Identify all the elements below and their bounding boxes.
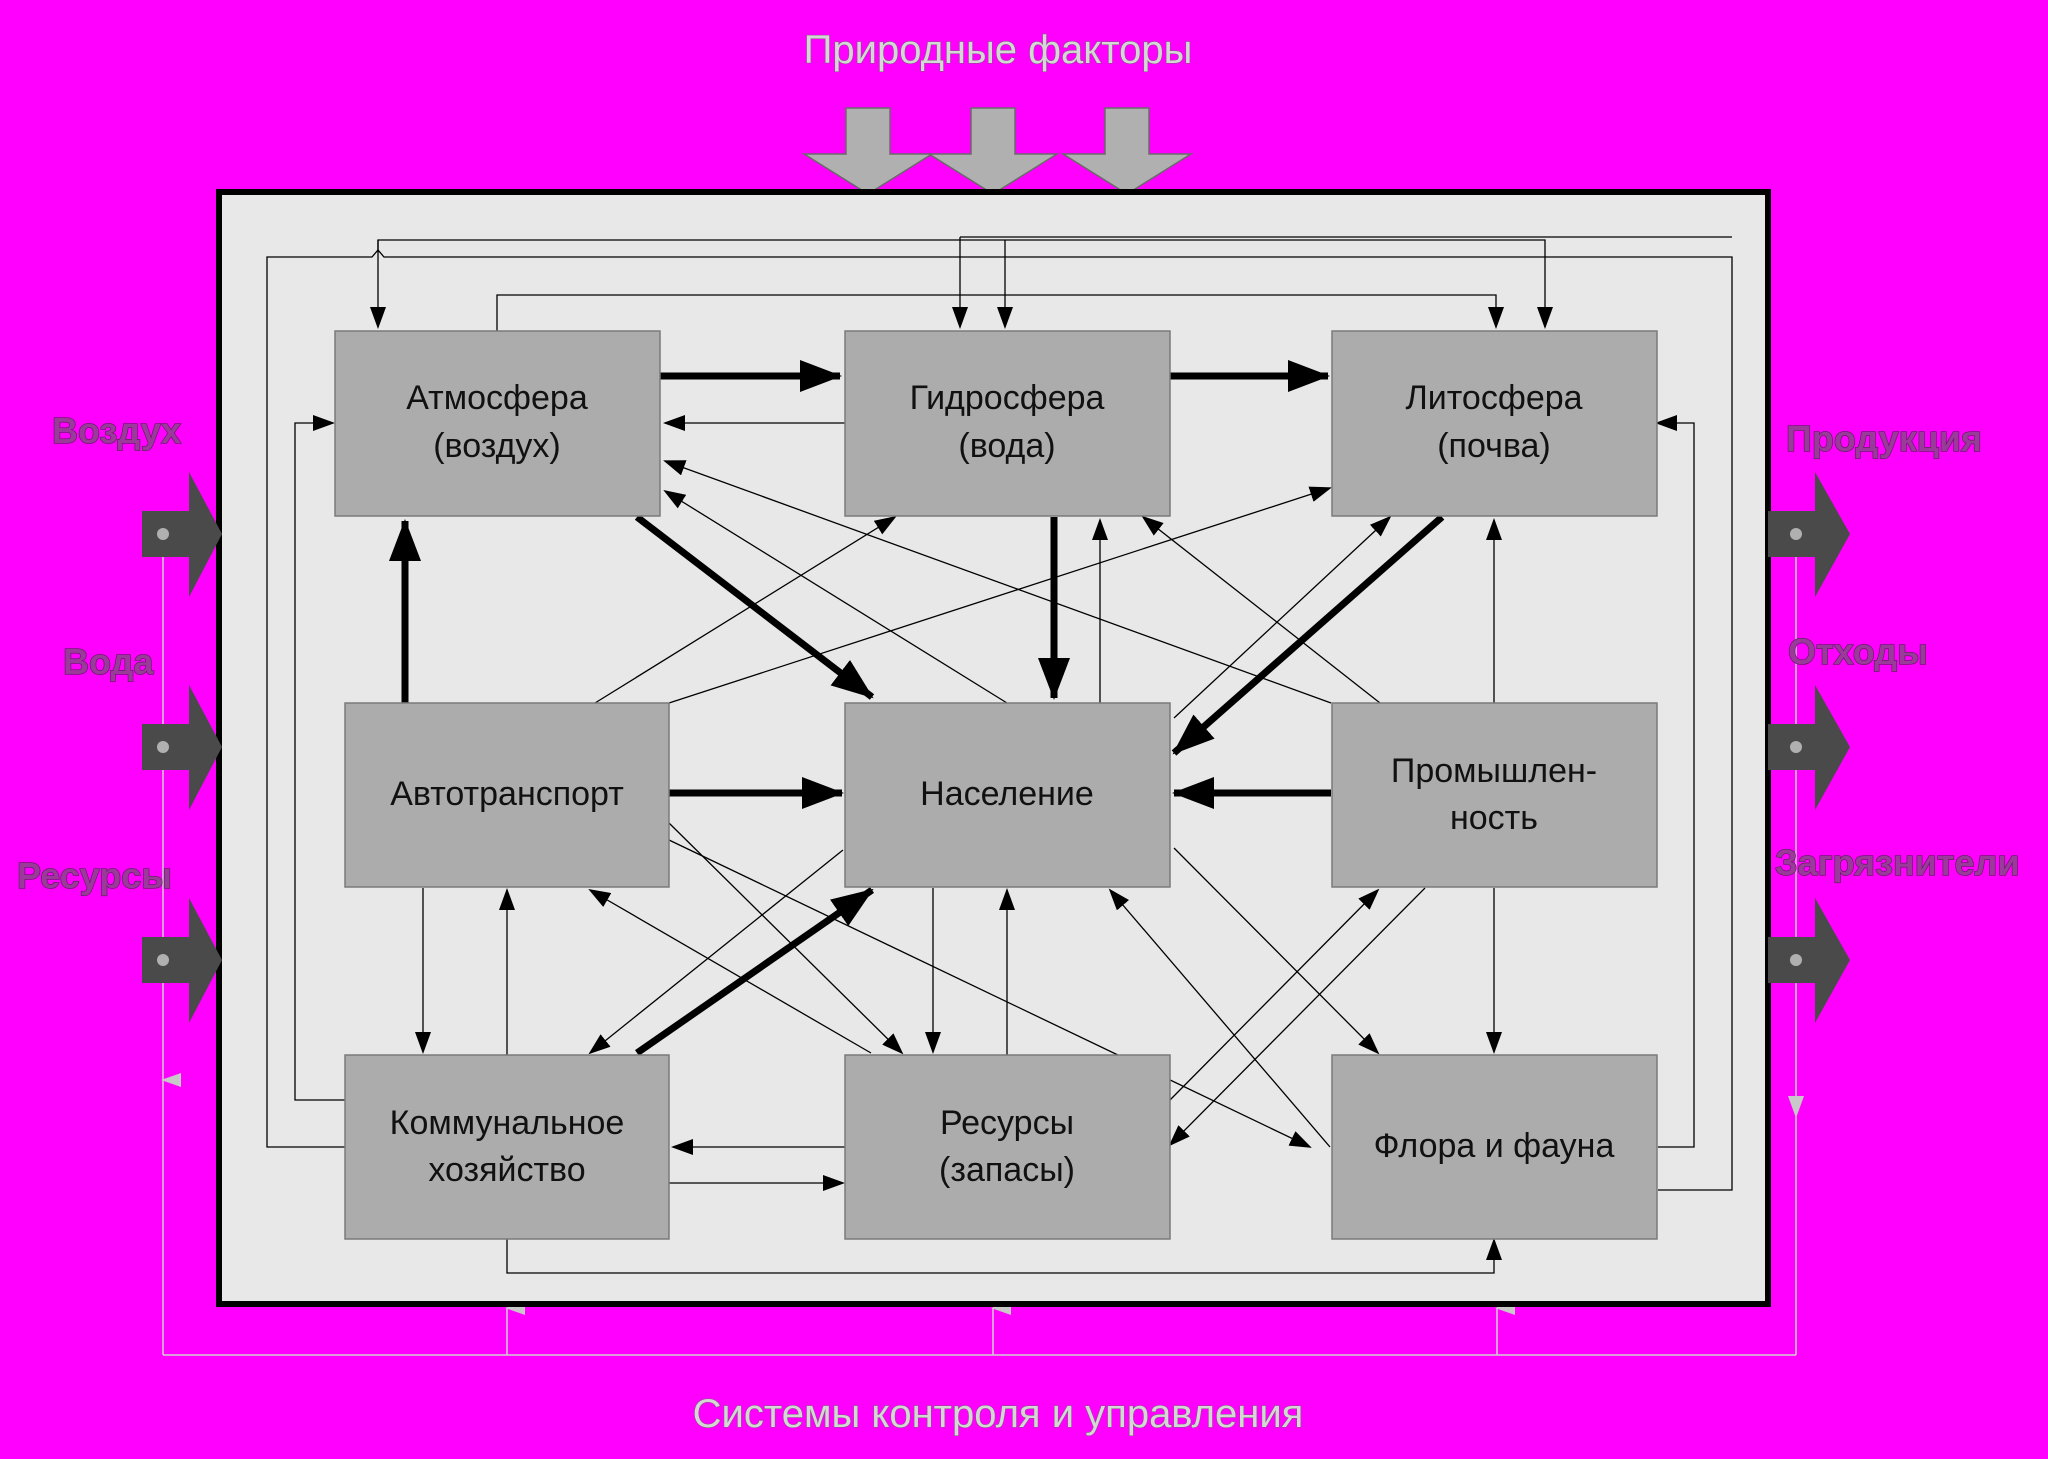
node-flora: Флора и фауна (1331, 1054, 1658, 1240)
natural-factors-title: Природные факторы (804, 28, 1193, 72)
node-hydrosphere: Гидросфера (вода) (844, 330, 1171, 517)
output-label-products: Продукция (1786, 418, 1982, 459)
input-label-water: Вода (63, 641, 154, 682)
control-lines (161, 530, 1804, 1356)
node-resources-line1: Ресурсы (940, 1104, 1074, 1142)
node-lithosphere-line2: (почва) (1437, 427, 1551, 465)
input-label-resources: Ресурсы (17, 855, 172, 896)
node-utilities-line2: хозяйство (428, 1151, 585, 1189)
input-label-air: Воздух (52, 410, 181, 451)
node-hydrosphere-line2: (вода) (958, 427, 1055, 465)
node-industry-line1: Промышлен- (1391, 752, 1597, 790)
node-lithosphere-line1: Литосфера (1405, 379, 1582, 417)
input-arrows (142, 472, 222, 1023)
node-population-label: Население (920, 775, 1094, 813)
node-atmosphere-line2: (воздух) (433, 427, 561, 465)
output-label-waste: Отходы (1788, 631, 1928, 672)
node-industry-line2: ность (1450, 799, 1538, 837)
node-resources-line2: (запасы) (939, 1151, 1075, 1189)
node-atmosphere: Атмосфера (воздух) (334, 330, 661, 517)
output-arrows (1768, 472, 1850, 1023)
node-industry: Промышлен- ность (1331, 702, 1658, 888)
output-label-pollutants: Загрязнители (1775, 842, 2020, 883)
node-resources: Ресурсы (запасы) (844, 1054, 1171, 1240)
natural-factor-arrows (801, 107, 1194, 195)
node-utilities-line1: Коммунальное (390, 1104, 625, 1142)
control-systems-title: Системы контроля и управления (693, 1392, 1304, 1436)
node-lithosphere: Литосфера (почва) (1331, 330, 1658, 517)
connectors (266, 236, 1733, 1274)
node-transport: Автотранспорт (344, 702, 670, 888)
node-atmosphere-line1: Атмосфера (406, 379, 588, 417)
node-utilities: Коммунальное хозяйство (344, 1054, 670, 1240)
node-hydrosphere-line1: Гидросфера (910, 379, 1105, 417)
node-flora-label: Флора и фауна (1374, 1127, 1615, 1165)
node-transport-label: Автотранспорт (390, 775, 624, 813)
node-population: Население (844, 702, 1171, 888)
